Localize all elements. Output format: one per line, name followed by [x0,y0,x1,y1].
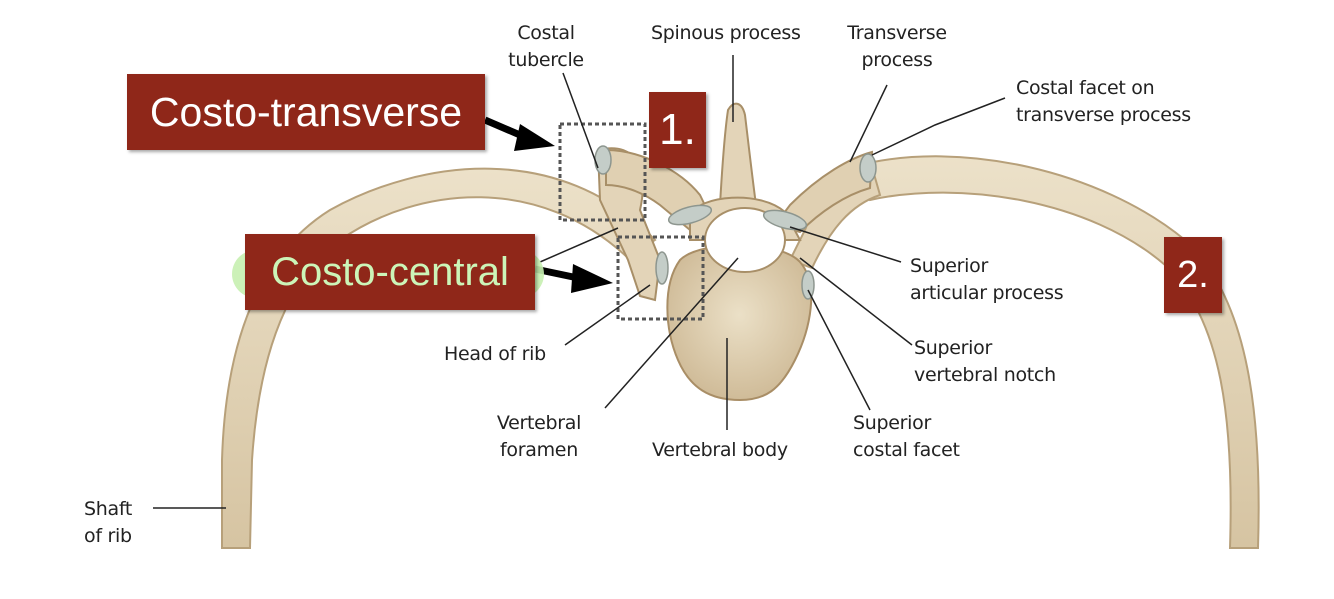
costo-central-joint-box [616,235,705,321]
label-shaft-of-rib: Shaft of rib [84,498,133,547]
label-spinous-process: Spinous process [651,22,801,44]
callout-number-1: 1. [649,92,706,168]
label-superior-vertebral-notch: Superior vertebral notch [914,337,1056,386]
right-rib [858,155,1260,549]
label-vertebral-foramen: Vertebral foramen [496,412,582,461]
callout-costo-central: Costo-central [245,234,535,310]
costo-transverse-joint-box [558,122,647,222]
callout-number-2: 2. [1164,237,1222,313]
vertebral-foramen-shape [704,207,786,273]
label-vertebral-body: Vertebral body [652,439,788,461]
label-superior-articular-process: Superior articular process [910,255,1064,304]
callout-costo-transverse: Costo-transverse [127,74,485,150]
left-rib [221,167,657,549]
label-costal-facet-on-transverse-process: Costal facet on transverse process [1016,77,1191,126]
label-transverse-process: Transverse process [847,22,947,71]
label-superior-costal-facet: Superior costal facet [853,412,960,461]
leader-lines [153,55,1006,509]
label-costal-tubercle: Costal tubercle [508,22,584,71]
label-head-of-rib: Head of rib [444,343,546,365]
